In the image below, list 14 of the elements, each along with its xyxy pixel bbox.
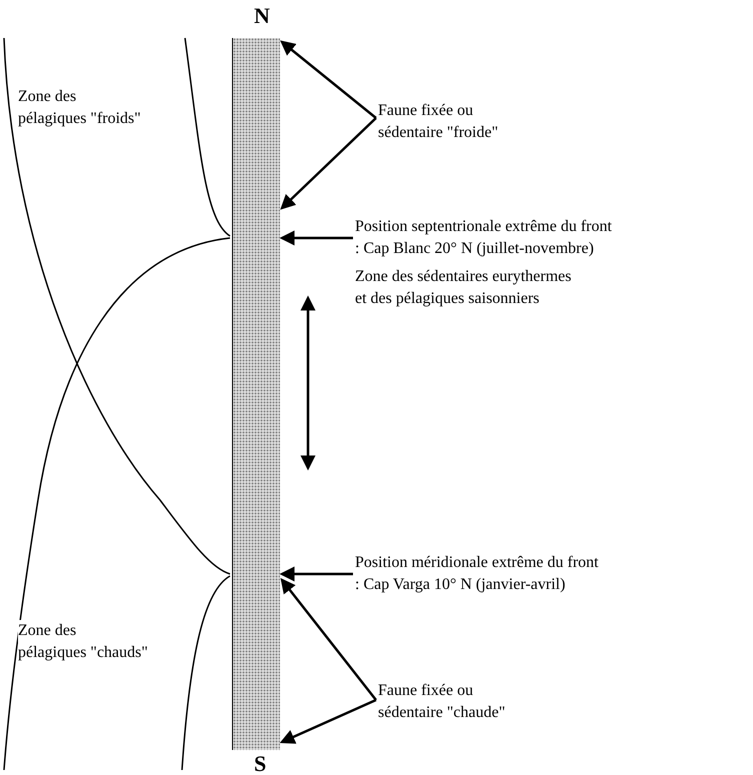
arrow — [280, 698, 377, 744]
zone-label: Zone des sédentaires eurythermes et des pélagiques saisonniers — [355, 267, 572, 309]
annotation-text: Position méridionale extrême du front : Cap Varga 10° N (janvier-avril) — [355, 552, 735, 596]
arrow — [280, 117, 377, 210]
arrow — [280, 230, 353, 246]
arrow — [280, 578, 377, 701]
annotation-text: Position septentrionale extrême du front : Cap Blanc 20° N (juillet-novembre) — [355, 216, 735, 260]
compass-letter: N — [254, 4, 270, 28]
arrow — [280, 566, 353, 582]
annotation-text: Faune fixée ou sédentaire "froide" — [378, 100, 578, 144]
annotation-text: Faune fixée ou sédentaire "chaude" — [378, 680, 578, 724]
compass-letter: S — [254, 752, 266, 775]
coast-band — [232, 38, 280, 750]
arrow — [280, 40, 377, 119]
